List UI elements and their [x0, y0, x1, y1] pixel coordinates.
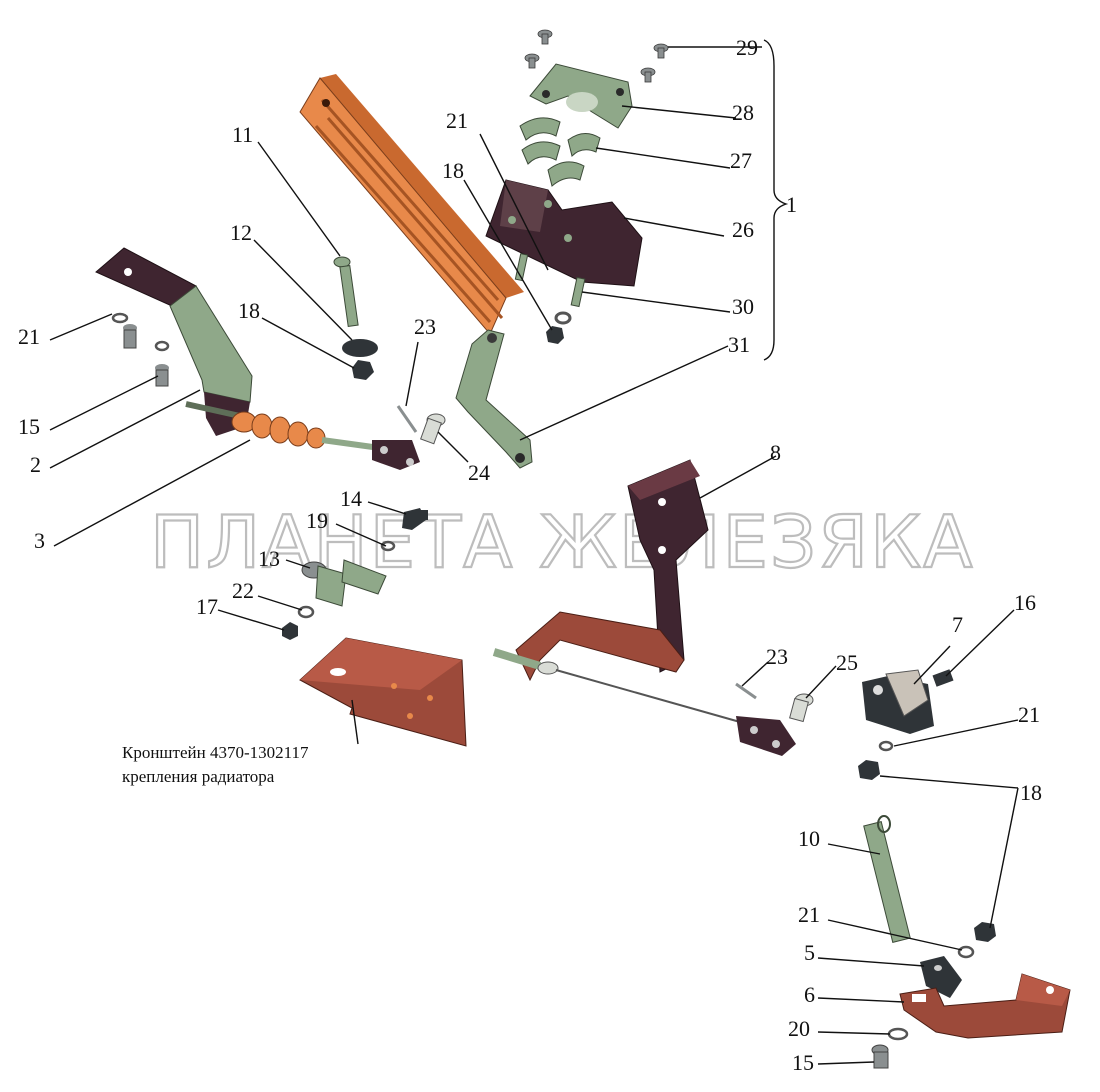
callout-13: 13: [258, 546, 280, 571]
callout-14: 14: [340, 486, 362, 511]
washer: [554, 311, 572, 325]
throttle-cable: [185, 401, 420, 470]
small-fasteners: [282, 508, 428, 640]
pedal-lever: [320, 74, 524, 298]
callout-16: 16: [1014, 590, 1036, 615]
callout-28: 28: [732, 100, 754, 125]
throttle-rod: [555, 669, 796, 756]
callout-29: 29: [736, 35, 758, 60]
clevis-pin: [420, 413, 446, 445]
callout-5: 5: [804, 940, 815, 965]
callout-2: 2: [30, 452, 41, 477]
cable-bracket-left: [95, 247, 253, 436]
callout-27: 27: [730, 148, 752, 173]
spring-bracket: [862, 669, 934, 734]
rod-bracket: [492, 459, 709, 682]
callout-6: 6: [804, 982, 815, 1007]
callout-1: 1: [786, 192, 797, 217]
bushing-half-left: [519, 117, 561, 141]
return-spring: [863, 815, 911, 944]
bushing-half-right: [567, 133, 601, 157]
callout-12: 12: [230, 220, 252, 245]
callout-3: 3: [34, 528, 45, 553]
mount-stud: [570, 276, 586, 308]
callout-23-mid: 23: [766, 644, 788, 669]
nut: [546, 326, 564, 344]
callout-21-left: 21: [18, 324, 40, 349]
pedal-arm: [455, 329, 533, 469]
lower-bracket: [899, 973, 1071, 1039]
callout-labels: 29 28 27 26 1 30 31 21 18 11 12 18 23 24…: [18, 35, 1042, 1075]
radiator-bracket-plate: [299, 637, 467, 747]
pivot-bolt: [333, 256, 359, 327]
callout-31: 31: [728, 332, 750, 357]
callout-18-top: 18: [442, 158, 464, 183]
cotter-pin: [396, 405, 418, 433]
washer-lower: [957, 945, 975, 959]
callout-30: 30: [732, 294, 754, 319]
callout-24: 24: [468, 460, 490, 485]
bolt-bottom: [871, 1044, 889, 1069]
callout-19: 19: [306, 508, 328, 533]
callout-11: 11: [232, 122, 253, 147]
callout-21-right: 21: [1018, 702, 1040, 727]
callout-15-bottom: 15: [792, 1050, 814, 1075]
callout-7: 7: [952, 612, 963, 637]
pivot-nut: [352, 360, 374, 380]
callout-23-top: 23: [414, 314, 436, 339]
callout-18-right: 18: [1020, 780, 1042, 805]
callout-26: 26: [732, 217, 754, 242]
callout-10: 10: [798, 826, 820, 851]
caption-line-1: Кронштейн 4370-1302117: [122, 743, 309, 762]
cap-screw: [524, 29, 669, 83]
callout-21-lower: 21: [798, 902, 820, 927]
washer-right: [878, 740, 894, 752]
callout-17: 17: [196, 594, 218, 619]
callout-8: 8: [770, 440, 781, 465]
callout-20: 20: [788, 1016, 810, 1041]
spring-plate: [920, 956, 962, 998]
callout-25: 25: [836, 650, 858, 675]
callout-22: 22: [232, 578, 254, 603]
leader-lines: [49, 39, 1019, 1065]
washer-bottom: [887, 1027, 909, 1041]
spring-washer: [342, 339, 378, 357]
callout-15-left: 15: [18, 414, 40, 439]
callout-18-mid: 18: [238, 298, 260, 323]
nut-lower: [974, 922, 996, 942]
callout-21-top: 21: [446, 108, 468, 133]
clevis-pin-2: [789, 693, 814, 723]
caption-line-2: крепления радиатора: [122, 767, 275, 786]
nut-right: [858, 760, 880, 780]
pedal-bracket-assembly: [299, 29, 669, 469]
cotter-pin-2: [735, 682, 757, 700]
watermark-text: ПЛАНЕТА ЖЕЛЕЗЯКА: [150, 500, 975, 584]
